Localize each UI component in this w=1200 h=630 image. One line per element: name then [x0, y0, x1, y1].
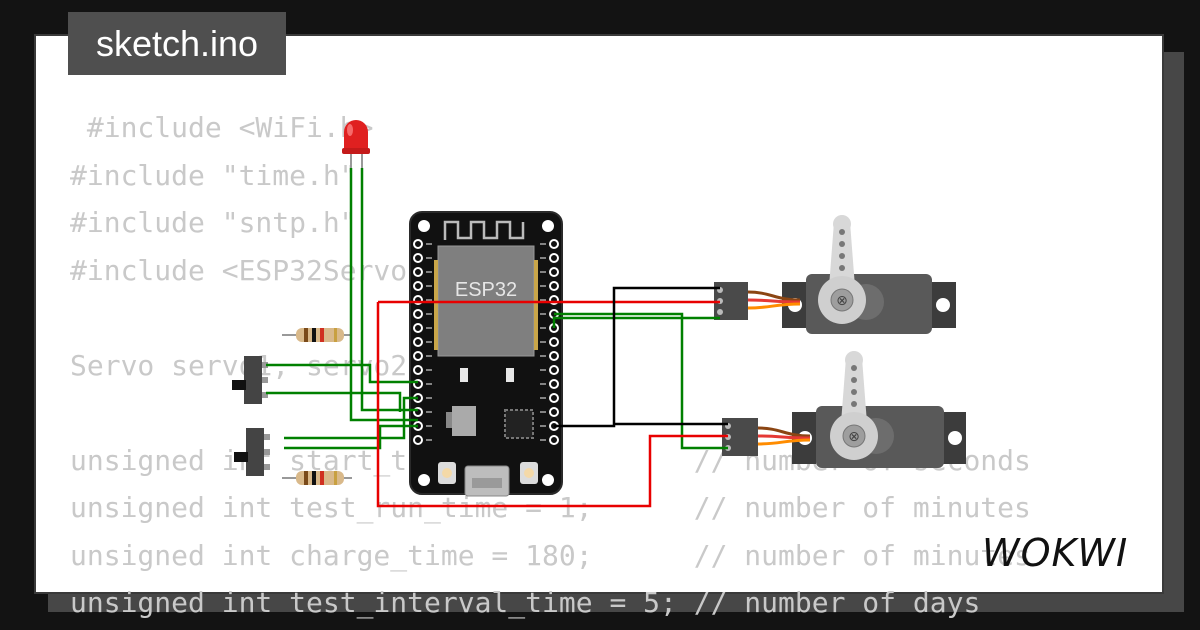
esp32-board-icon[interactable]: ESP32 — [409, 211, 563, 497]
switch-icon[interactable] — [232, 356, 268, 404]
code-line: unsigned int charge_time = 180; // numbe… — [70, 538, 1031, 572]
logo-text: WOKWI — [982, 531, 1128, 575]
code-line: #include "sntp.h" — [70, 206, 357, 239]
servo-icon[interactable]: ⊗ — [722, 351, 966, 468]
led-icon[interactable] — [342, 120, 370, 168]
wokwi-logo: WOKWI — [982, 531, 1128, 575]
file-tab[interactable]: sketch.ino — [68, 12, 286, 75]
chip-label: ESP32 — [455, 279, 517, 301]
code-line: #include "time.h" — [70, 158, 357, 192]
code-line: unsigned int test_run_time = 1; // numbe… — [70, 491, 1031, 524]
resistor-icon[interactable] — [282, 328, 352, 342]
servo-icon[interactable]: ⊗ — [714, 215, 956, 334]
wires — [266, 168, 728, 508]
svg-text:⊗: ⊗ — [836, 293, 848, 309]
switch-icon[interactable] — [234, 428, 270, 476]
resistor-icon[interactable] — [282, 471, 352, 485]
svg-text:⊗: ⊗ — [848, 429, 860, 445]
code-line: unsigned int test_interval_time = 5; // … — [70, 586, 981, 619]
